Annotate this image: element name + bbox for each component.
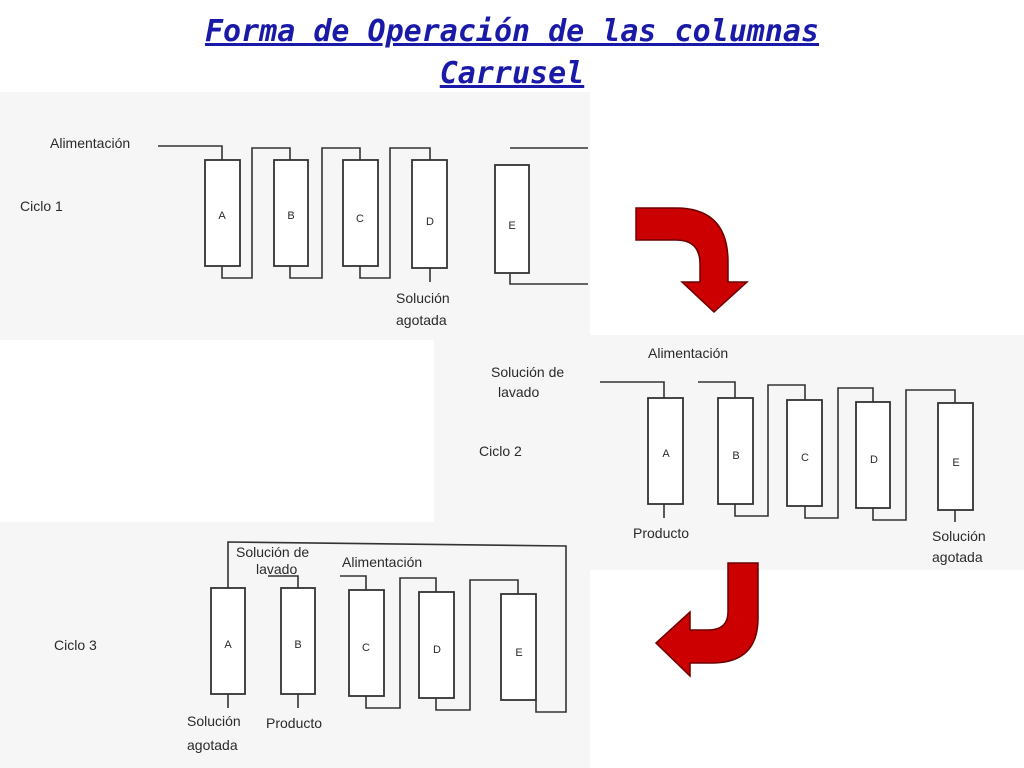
cycle3-column-e xyxy=(500,593,537,701)
cycle3-column-a-label: A xyxy=(224,639,232,651)
cycle3-column-b xyxy=(280,587,316,695)
cycle2-spent-label-1: Solución xyxy=(932,528,986,544)
cycle1-column-e-label: E xyxy=(508,220,515,232)
cycle3-column-e-label: E xyxy=(515,647,522,659)
cycle3-wash-label-1: Solución de xyxy=(236,544,309,560)
cycle3-column-d xyxy=(418,591,455,699)
cycle3-column-b-label: B xyxy=(294,639,301,651)
cycle2-column-a xyxy=(647,397,684,505)
cycle3-cycle-label: Ciclo 3 xyxy=(54,637,97,653)
cycle1-feed-label: Alimentación xyxy=(50,135,130,151)
curved-arrow-down-icon xyxy=(635,207,749,314)
cycle2-column-e xyxy=(937,402,974,511)
cycle2-column-c xyxy=(786,399,823,507)
cycle1-column-b-label: B xyxy=(287,210,294,222)
cycle1-column-a xyxy=(204,159,241,267)
cycle2-cycle-label: Ciclo 2 xyxy=(479,443,522,459)
cycle3-pipes xyxy=(227,541,567,713)
cycle2-column-c-label: C xyxy=(801,452,809,464)
cycle2-feed-label: Alimentación xyxy=(648,345,728,361)
cycle1-pipes xyxy=(158,145,588,285)
cycle3-feed-label: Alimentación xyxy=(342,554,422,570)
cycle3-group: Solución de lavado Alimentación Ciclo 3 … xyxy=(54,541,567,753)
cycle3-wash-label-2: lavado xyxy=(256,561,297,577)
cycle3-column-c-label: C xyxy=(362,642,370,654)
cycle2-column-b-label: B xyxy=(732,450,739,462)
cycle1-group: Alimentación Ciclo 1 A B C D E Solución … xyxy=(20,135,588,328)
cycle3-column-d-label: D xyxy=(433,644,441,656)
cycle1-spent-label-1: Solución xyxy=(396,290,450,306)
cycle1-column-d-label: D xyxy=(426,216,434,228)
cycle2-spent-label-2: agotada xyxy=(932,549,983,565)
cycle3-column-c xyxy=(348,589,385,697)
cycle2-column-a-label: A xyxy=(662,448,670,460)
cycle2-column-b xyxy=(717,397,754,505)
cycle1-column-c-label: C xyxy=(356,213,364,225)
cycle2-wash-label-2: lavado xyxy=(498,384,539,400)
cycle2-column-e-label: E xyxy=(952,457,959,469)
curved-arrow-left-icon xyxy=(654,562,759,678)
cycle1-column-b xyxy=(273,159,309,267)
title-line-2: Carrusel xyxy=(439,56,585,91)
cycle2-column-d-label: D xyxy=(870,454,878,466)
cycle2-group: Alimentación Solución de lavado Ciclo 2 … xyxy=(479,345,986,565)
cycle3-product-label: Producto xyxy=(266,715,322,731)
cycle3-spent-label-1: Solución xyxy=(187,713,241,729)
cycle2-product-label: Producto xyxy=(633,525,689,541)
cycle3-column-a xyxy=(210,587,246,695)
cycle2-wash-label-1: Solución de xyxy=(491,364,564,380)
cycle1-spent-label-2: agotada xyxy=(396,312,447,328)
cycle1-column-d xyxy=(411,159,448,269)
cycle3-spent-label-2: agotada xyxy=(187,737,238,753)
cycle1-column-c xyxy=(342,159,379,267)
cycle1-column-a-label: A xyxy=(218,210,226,222)
cycle1-cycle-label: Ciclo 1 xyxy=(20,198,63,214)
cycle1-column-e xyxy=(494,164,530,274)
cycle2-column-d xyxy=(855,401,891,509)
title-line-1: Forma de Operación de las columnas xyxy=(204,14,820,49)
cycle2-pipes xyxy=(600,381,956,522)
